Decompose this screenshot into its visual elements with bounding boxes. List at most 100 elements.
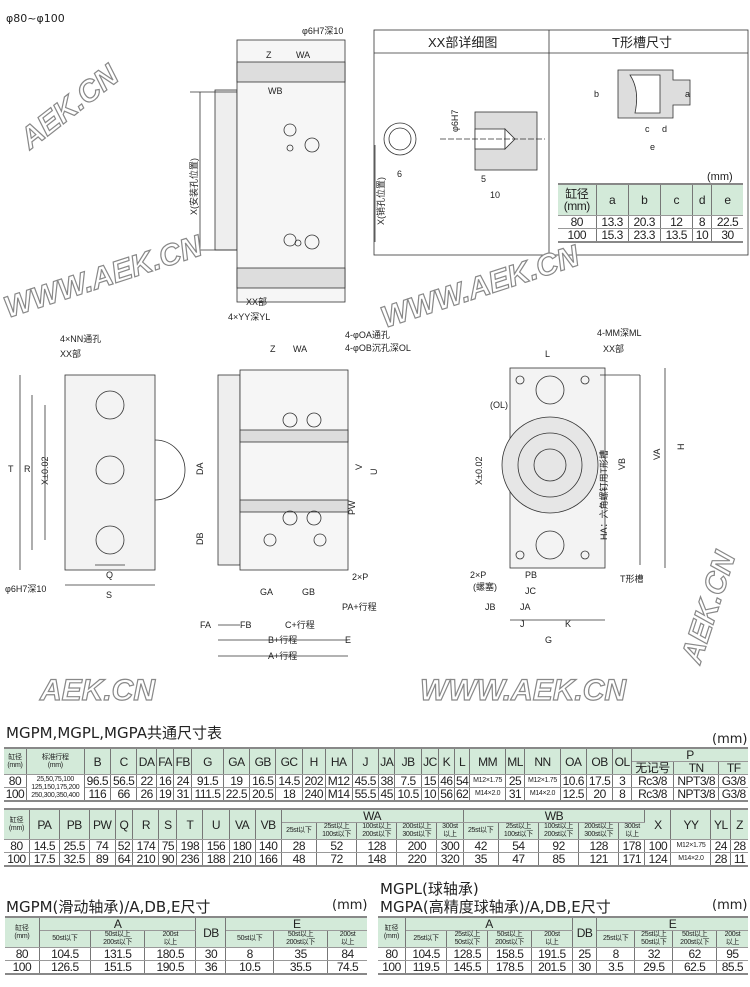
tslot-a: a xyxy=(685,89,690,99)
table-cell: 100 xyxy=(644,839,672,853)
column-header: 200st 以上 xyxy=(144,930,197,948)
column-header: 25st以上 50st以下 xyxy=(446,930,489,948)
table-cell: 16 xyxy=(156,774,175,788)
table-cell: 178 xyxy=(618,839,646,853)
table-cell: 8 xyxy=(692,215,713,229)
table-cell: 26 xyxy=(136,787,157,802)
column-header: ML xyxy=(505,748,526,775)
table-cell: 45 xyxy=(378,787,396,802)
label-tslot: T形槽 xyxy=(620,573,644,584)
technical-drawing: φ6H7深10 Z WA WB X(安装孔位置) X(销孔位置) XX部 4×Y… xyxy=(0,26,749,708)
table-cell: 119.5 xyxy=(405,960,448,975)
table-cell: 42 xyxy=(463,839,499,853)
table-cell: 15 xyxy=(421,774,440,788)
label-j: J xyxy=(520,619,525,629)
top-view: φ6H7深10 Z WA WB X(安装孔位置) X(销孔位置) XX部 4×Y… xyxy=(188,26,386,322)
table-cell: 148 xyxy=(356,852,398,867)
column-header: 50st以上 200st以下 xyxy=(672,930,717,948)
table-cell: 171 xyxy=(618,852,646,867)
column-header: 300st 以上 xyxy=(618,822,645,840)
table-cell: M14×2.0 xyxy=(670,852,712,867)
column-header: 缸径 (mm) xyxy=(4,748,27,775)
table-cell: 18 xyxy=(275,787,303,802)
table-cell: 96.5 xyxy=(84,774,112,788)
column-header: TF xyxy=(718,761,748,775)
label-db: DB xyxy=(195,532,205,545)
column-header: WB xyxy=(463,809,646,823)
table-cell: 36 xyxy=(195,960,227,975)
table-cell: 48 xyxy=(281,852,318,867)
label-wa: WA xyxy=(296,50,310,60)
column-header: 25st以上 50st以下 xyxy=(634,930,674,948)
table-cell: 178.5 xyxy=(487,960,532,975)
column-header: 50st以上 200st以下 xyxy=(487,930,532,948)
left-view: 4×NN通孔 XX部 T R X±0.02 Q S φ6H7深10 xyxy=(5,334,186,600)
table-cell: 92 xyxy=(538,839,580,853)
tslot-title: T形槽尺寸 xyxy=(612,35,672,50)
label-plug: (螺塞) xyxy=(473,581,497,592)
dim-5: 5 xyxy=(481,174,486,184)
column-header: JC xyxy=(421,748,440,775)
table4-unit: (mm) xyxy=(712,898,748,913)
table-cell: 220 xyxy=(396,852,438,867)
table-cell: 166 xyxy=(255,852,282,867)
column-header: B xyxy=(84,748,112,775)
table1-unit: (mm) xyxy=(712,732,748,747)
column-header: S xyxy=(158,809,178,840)
column-header: 缸径 (mm) xyxy=(4,809,30,840)
table-cell: 56.5 xyxy=(110,774,138,788)
table-cell: 188 xyxy=(202,852,230,867)
column-header: 标准行程 (mm) xyxy=(26,748,85,775)
table-cell: 80 xyxy=(378,947,406,961)
table-cell: 210 xyxy=(229,852,256,867)
label-pin-left: φ6H7深10 xyxy=(5,584,46,594)
table-cell: 104.5 xyxy=(405,947,448,961)
label-r: R xyxy=(24,464,31,474)
table-cell: M12 xyxy=(325,774,353,788)
column-header: K xyxy=(438,748,455,775)
column-header: OL xyxy=(612,748,633,775)
column-header: GB xyxy=(249,748,277,775)
column-header: 200st 以上 xyxy=(327,930,367,948)
label-a: A+行程 xyxy=(268,650,297,661)
label-pa: PA+行程 xyxy=(342,601,377,612)
table-cell: 24 xyxy=(710,839,732,853)
table-cell: 240 xyxy=(302,787,326,802)
table-cell: 128 xyxy=(356,839,398,853)
column-header: E xyxy=(225,917,367,931)
table-cell: 52 xyxy=(316,839,358,853)
table-cell: 8 xyxy=(225,947,275,961)
column-header: 缸径 (mm) xyxy=(558,184,597,216)
table3-unit: (mm) xyxy=(332,898,368,913)
label-fa: FA xyxy=(200,620,211,630)
table-cell: Rc3/8 xyxy=(631,774,674,788)
table-cell: 31 xyxy=(173,787,193,802)
table-cell: 35.5 xyxy=(273,960,329,975)
table-cell: 12.5 xyxy=(560,787,587,802)
column-header: 50st以上 200st以下 xyxy=(273,930,329,948)
label-l: L xyxy=(545,349,550,359)
table4-title-line1: MGPL(球轴承) xyxy=(380,880,479,898)
table-cell: 66 xyxy=(110,787,138,802)
table-cell: 10.5 xyxy=(225,960,275,975)
tslot-d: d xyxy=(662,124,667,134)
table-cell: 158.5 xyxy=(487,947,532,961)
table-cell: 111.5 xyxy=(191,787,224,802)
table-cell: M12×1.75 xyxy=(524,774,561,788)
table-cell: 85.5 xyxy=(716,960,748,975)
table-cell: 74 xyxy=(89,839,116,853)
table-cell: 180 xyxy=(229,839,256,853)
table-cell: 151.5 xyxy=(90,960,146,975)
table-cell: 89 xyxy=(89,852,116,867)
table-cell: 30 xyxy=(572,960,598,975)
table-cell: 116 xyxy=(84,787,112,802)
table-cell: 13.5 xyxy=(660,228,693,243)
table-cell: NPT3/8 xyxy=(673,787,720,802)
